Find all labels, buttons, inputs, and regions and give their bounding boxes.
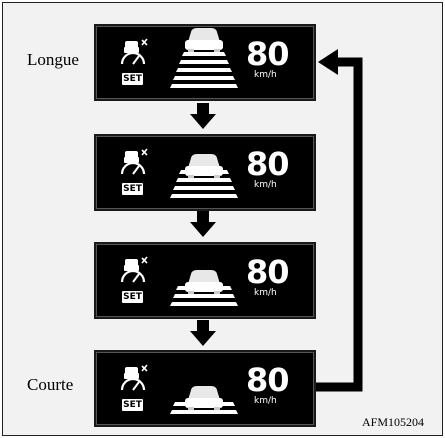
display-panel-3: 80 km/h SET — [94, 242, 316, 319]
set-badge: SET — [122, 183, 143, 195]
speed-unit: km/h — [254, 180, 277, 190]
distance-bar — [179, 60, 229, 64]
distance-bar — [170, 194, 238, 198]
distance-bar — [176, 68, 232, 72]
distance-graphic — [120, 148, 238, 198]
distance-bar — [179, 170, 229, 174]
distance-graphic — [120, 28, 238, 88]
speed-value: 80 — [246, 35, 290, 73]
distance-bar — [182, 52, 226, 56]
speed-value: 80 — [246, 253, 290, 291]
preceding-car-icon — [185, 154, 223, 179]
speed-unit: km/h — [254, 288, 277, 298]
distance-bar — [173, 294, 235, 298]
preceding-car-icon — [185, 270, 223, 295]
speed-unit: km/h — [254, 396, 277, 406]
display-panel-2: 80 km/h SET — [94, 134, 316, 211]
distance-graphic — [120, 256, 238, 306]
distance-bar — [176, 286, 232, 290]
distance-bar — [170, 84, 238, 88]
display-panel-1: 80 km/h SET — [94, 24, 316, 101]
radar-cruise-icon — [120, 256, 148, 283]
preceding-car-icon — [185, 386, 223, 411]
reference-code: AFM105204 — [362, 415, 425, 429]
distance-bar — [185, 44, 223, 48]
distance-bar — [170, 302, 238, 306]
down-arrow-icon — [190, 103, 216, 129]
distance-bar — [173, 186, 235, 190]
distance-bar — [170, 410, 238, 414]
speed-value: 80 — [246, 145, 290, 183]
speed-unit: km/h — [254, 70, 277, 80]
label-longue: Longue — [27, 50, 79, 69]
set-badge: SET — [122, 73, 143, 85]
preceding-car-icon — [185, 28, 223, 53]
radar-cruise-icon — [120, 38, 148, 65]
return-arrow-icon — [316, 49, 363, 392]
display-panel-4: 80 km/h SET — [94, 350, 316, 427]
radar-cruise-icon — [120, 148, 148, 175]
distance-graphic — [120, 364, 238, 414]
set-badge: SET — [122, 399, 143, 411]
speed-value: 80 — [246, 361, 290, 399]
distance-bar — [176, 178, 232, 182]
distance-bar — [173, 402, 235, 406]
down-arrow-icon — [190, 320, 216, 346]
radar-cruise-icon — [120, 364, 148, 391]
set-badge: SET — [122, 291, 143, 303]
distance-bar — [173, 76, 235, 80]
label-courte: Courte — [27, 375, 74, 394]
down-arrow-icon — [190, 211, 216, 237]
